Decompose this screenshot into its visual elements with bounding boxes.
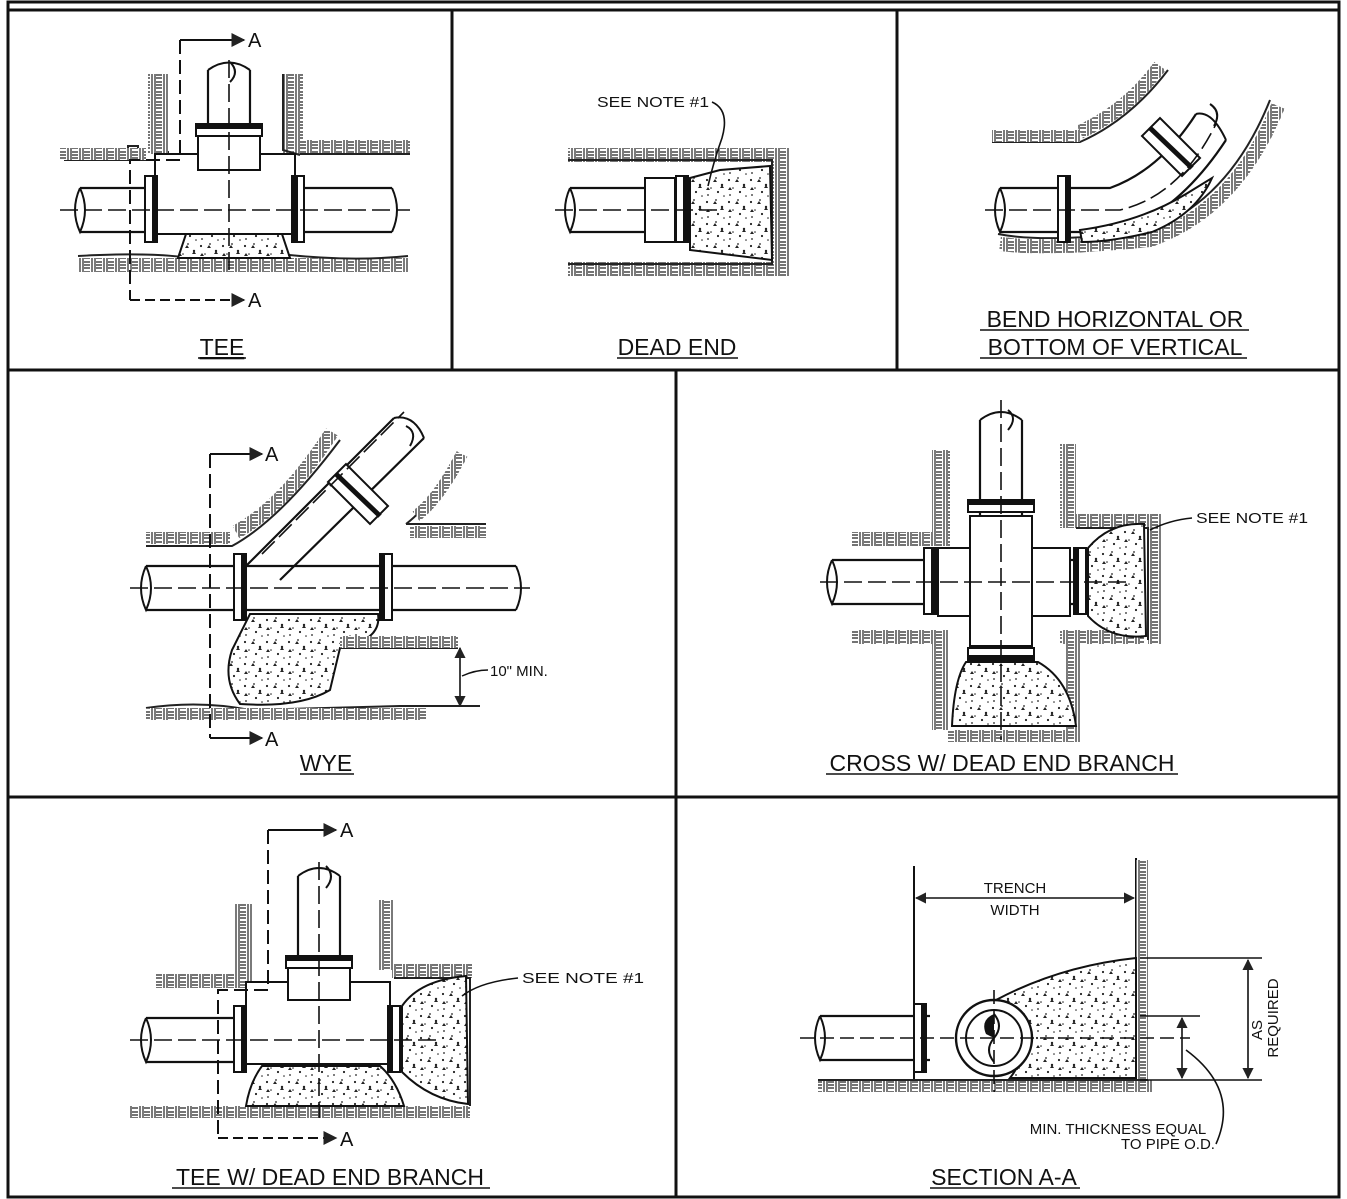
panel-title-bend-line2: BOTTOM OF VERTICAL bbox=[988, 334, 1243, 360]
soil-hatch-bottom bbox=[78, 258, 408, 272]
panel-title-tee: TEE bbox=[200, 334, 245, 360]
dimension-label: 10" MIN. bbox=[490, 663, 548, 680]
panel-bend: BEND HORIZONTAL OR BOTTOM OF VERTICAL bbox=[980, 61, 1285, 360]
section-marker-top: A bbox=[340, 820, 354, 842]
thrust-block bbox=[227, 613, 380, 706]
soil-hatch-left-wall bbox=[148, 74, 168, 154]
panel-title-tee-dead-end: TEE W/ DEAD END BRANCH bbox=[176, 1164, 484, 1190]
thrust-block bbox=[1078, 175, 1215, 244]
panel-title-wye: WYE bbox=[300, 750, 352, 776]
section-marker-bottom: A bbox=[265, 729, 279, 751]
thrust-block bbox=[244, 1065, 406, 1107]
section-marker-bottom: A bbox=[340, 1129, 354, 1151]
pipe-branch bbox=[245, 417, 425, 581]
thrust-block bbox=[950, 661, 1078, 727]
soil-hatch-end bbox=[772, 148, 790, 276]
thrust-block bbox=[1087, 522, 1148, 638]
soil-hatch-left bbox=[60, 148, 146, 160]
thickness-label-line2: TO PIPE O.D. bbox=[1121, 1136, 1215, 1153]
panel-tee: A A TEE bbox=[60, 30, 410, 360]
sheet-frame bbox=[6, 0, 1341, 1199]
soil-boundary-top bbox=[992, 69, 1169, 143]
section-marker-top: A bbox=[265, 444, 279, 466]
section-marker-top: A bbox=[248, 30, 262, 52]
panel-wye: A A 10" MIN. WYE bbox=[130, 411, 548, 776]
as-required-label-line2: REQUIRED bbox=[1265, 978, 1282, 1057]
section-cut-line bbox=[129, 40, 181, 300]
thickness-label-line1: MIN. THICKNESS EQUAL bbox=[1030, 1121, 1206, 1138]
panel-tee-dead-end: A A SEE NOTE #1 TEE W/ DEAD END BRANCH bbox=[130, 820, 644, 1190]
panel-cross: SEE NOTE #1 CROSS W/ DEAD END BRANCH bbox=[820, 400, 1308, 776]
soil-hatch-top bbox=[568, 148, 786, 162]
note-callout: SEE NOTE #1 bbox=[522, 970, 644, 987]
trench-label-line2: WIDTH bbox=[990, 902, 1039, 919]
panel-title-cross: CROSS W/ DEAD END BRANCH bbox=[829, 750, 1174, 776]
flange bbox=[152, 176, 158, 242]
trench-label-line1: TRENCH bbox=[984, 880, 1047, 897]
pipe-run bbox=[146, 564, 516, 612]
flange bbox=[292, 176, 298, 242]
section-cut-line bbox=[217, 830, 269, 1138]
soil-hatch-right-wall bbox=[283, 74, 303, 154]
as-required-label-line1: AS bbox=[1249, 1020, 1266, 1040]
note-callout: SEE NOTE #1 bbox=[597, 94, 709, 111]
thrust-block bbox=[689, 164, 774, 262]
panel-title-dead-end: DEAD END bbox=[618, 334, 737, 360]
panel-title-bend-line1: BEND HORIZONTAL OR bbox=[987, 306, 1244, 332]
soil-hatch-right bbox=[300, 140, 410, 154]
thrust-block bbox=[176, 233, 292, 259]
panel-dead-end: SEE NOTE #1 DEAD END bbox=[555, 94, 790, 360]
panel-section-aa: TRENCH WIDTH AS REQUIRED MIN. THICKNESS … bbox=[800, 858, 1282, 1190]
note-callout: SEE NOTE #1 bbox=[1196, 510, 1308, 527]
section-marker-bottom: A bbox=[248, 290, 262, 312]
pipe bbox=[820, 1014, 930, 1062]
soil-hatch-bottom bbox=[568, 262, 786, 276]
panel-title-section: SECTION A-A bbox=[931, 1164, 1077, 1190]
flange bbox=[196, 124, 262, 129]
